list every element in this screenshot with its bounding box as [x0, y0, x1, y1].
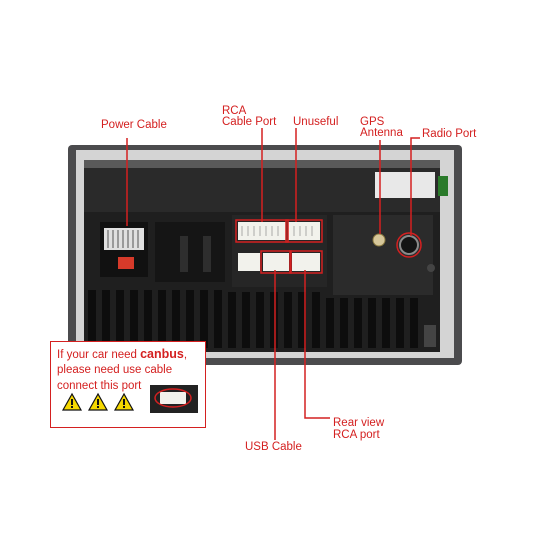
rear-view-label-line1: Rear view: [333, 417, 385, 429]
callout-line1: If your car need canbus,: [57, 347, 187, 361]
power-fuse: [118, 257, 134, 269]
rca-cable-port-connector: [238, 222, 286, 240]
canbus-callout-box: If your car need canbus, please need use…: [50, 341, 206, 428]
radio-port-label: Radio Port: [422, 128, 477, 140]
usb-port-connector: [263, 253, 289, 271]
callout-line3: connect this port: [57, 380, 142, 392]
rear-view-rca-port-connector: [292, 253, 320, 271]
callout-line1-bold: canbus: [140, 347, 184, 361]
gps-antenna-socket: [372, 233, 386, 247]
unuseful-label: Unuseful: [293, 116, 339, 128]
callout-line1-prefix: If your car need: [57, 349, 141, 361]
callout-line2: please need use cable: [57, 364, 173, 376]
gps-antenna-label-line2: Antenna: [360, 127, 403, 139]
canbus-port-connector: [238, 253, 260, 271]
green-clip: [438, 176, 448, 196]
sticker-label: [375, 172, 435, 198]
usb-cable-label: USB Cable: [245, 441, 302, 453]
power-cable-label: Power Cable: [101, 119, 167, 131]
power-connector: [104, 228, 144, 250]
vent-slats: [88, 290, 418, 348]
gps-antenna-label-line1: GPS: [360, 116, 385, 128]
rca-cable-port-label-line2: Cable Port: [222, 116, 277, 128]
rear-view-label-line2: RCA port: [333, 429, 380, 441]
rca-cable-port-label-line1: RCA: [222, 105, 247, 117]
callout-line1-suffix: ,: [183, 349, 188, 361]
callout-lines: [126, 128, 420, 440]
right-section: [333, 215, 433, 295]
port-highlights: [235, 219, 422, 274]
unuseful-port-connector: [288, 222, 320, 240]
radio-port-socket: [399, 235, 419, 255]
middle-panel: [155, 222, 225, 282]
